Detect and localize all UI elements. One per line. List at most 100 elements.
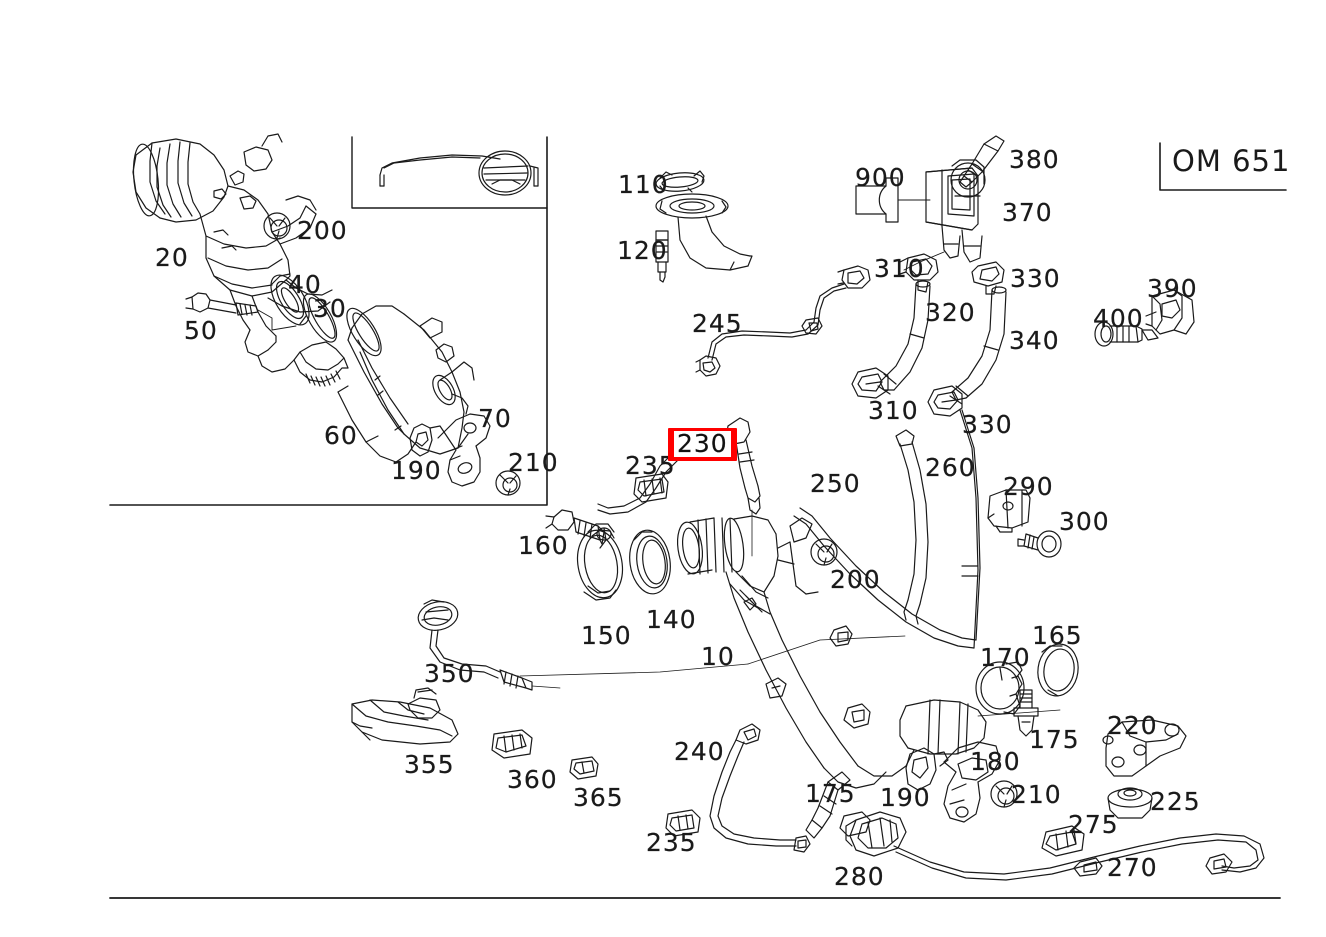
part-200-inset bbox=[263, 212, 291, 240]
part-lower-clip-extra bbox=[839, 811, 871, 837]
part-140-ring bbox=[629, 529, 671, 595]
part-380-bolt bbox=[959, 135, 1005, 188]
part-10-dpf-body bbox=[519, 515, 1061, 789]
part-175-bolt-b bbox=[1013, 689, 1039, 737]
part-310-clip-lower bbox=[851, 367, 889, 399]
part-245-harness bbox=[695, 265, 871, 377]
part-225-nut bbox=[1107, 787, 1153, 819]
part-70-bracket bbox=[443, 413, 491, 487]
part-320-pipe bbox=[877, 280, 931, 395]
part-170-clamp bbox=[975, 661, 1025, 715]
callout-245[interactable]: 245 bbox=[692, 309, 743, 338]
title-bracket bbox=[1159, 142, 1287, 191]
part-280-connector bbox=[845, 811, 907, 857]
part-210-nut-b bbox=[990, 780, 1018, 808]
page-title: OM 651 bbox=[1172, 144, 1291, 178]
part-900-module bbox=[855, 177, 931, 223]
part-340-pipe bbox=[949, 286, 1007, 405]
part-310-clip-upper bbox=[899, 253, 939, 293]
part-175-bolt-a bbox=[805, 771, 851, 839]
callout-260[interactable]: 260 bbox=[925, 453, 976, 482]
callout-190-lower[interactable]: 190 bbox=[880, 783, 931, 812]
part-60-dpf bbox=[337, 305, 475, 463]
callout-235-upper[interactable]: 235 bbox=[625, 451, 676, 480]
part-110-pipe bbox=[655, 193, 753, 271]
callout-310-upper[interactable]: 310 bbox=[874, 254, 925, 283]
part-210-inset bbox=[495, 470, 521, 496]
inset-frame bbox=[109, 136, 548, 506]
callout-390[interactable]: 390 bbox=[1147, 274, 1198, 303]
callout-230-label: 230 bbox=[674, 430, 731, 457]
callout-210-lower[interactable]: 210 bbox=[1011, 780, 1062, 809]
part-330-clip-lower bbox=[927, 385, 963, 417]
callout-180[interactable]: 180 bbox=[970, 747, 1021, 776]
callout-235-lower[interactable]: 235 bbox=[646, 828, 697, 857]
callout-220[interactable]: 220 bbox=[1107, 711, 1158, 740]
callout-240[interactable]: 240 bbox=[674, 737, 725, 766]
callout-900[interactable]: 900 bbox=[855, 163, 906, 192]
callout-inset-60[interactable]: 60 bbox=[324, 421, 358, 450]
callout-330-lower[interactable]: 330 bbox=[962, 410, 1013, 439]
part-40-gasket bbox=[270, 273, 310, 326]
callout-inset-40[interactable]: 40 bbox=[288, 270, 322, 299]
callout-310-lower[interactable]: 310 bbox=[868, 396, 919, 425]
part-250-pipe bbox=[793, 409, 981, 649]
callout-330-upper[interactable]: 330 bbox=[1010, 264, 1061, 293]
callout-250[interactable]: 250 bbox=[810, 469, 861, 498]
callout-110[interactable]: 110 bbox=[618, 170, 669, 199]
part-260-pipe bbox=[895, 429, 929, 625]
callout-inset-30[interactable]: 30 bbox=[313, 294, 347, 323]
callout-290[interactable]: 290 bbox=[1003, 472, 1054, 501]
callout-inset-20[interactable]: 20 bbox=[155, 243, 189, 272]
part-190-clip-b bbox=[905, 747, 949, 791]
callout-380[interactable]: 380 bbox=[1009, 145, 1060, 174]
part-365-clip bbox=[569, 756, 599, 780]
part-390-bracket bbox=[1141, 289, 1195, 341]
callout-120[interactable]: 120 bbox=[617, 236, 668, 265]
callout-360[interactable]: 360 bbox=[507, 765, 558, 794]
callout-320[interactable]: 320 bbox=[925, 298, 976, 327]
part-400-bolt bbox=[1094, 321, 1143, 347]
part-220-plate bbox=[1102, 719, 1187, 777]
callout-280[interactable]: 280 bbox=[834, 862, 885, 891]
callout-170[interactable]: 170 bbox=[980, 643, 1031, 672]
callout-inset-200[interactable]: 200 bbox=[297, 216, 348, 245]
callout-400[interactable]: 400 bbox=[1093, 304, 1144, 333]
callout-10[interactable]: 10 bbox=[701, 642, 735, 671]
part-290-bracket bbox=[987, 489, 1031, 533]
part-50-bolt bbox=[185, 292, 297, 331]
part-350-sensor bbox=[417, 599, 561, 691]
callout-inset-50[interactable]: 50 bbox=[184, 316, 218, 345]
callout-165[interactable]: 165 bbox=[1032, 621, 1083, 650]
callout-365[interactable]: 365 bbox=[573, 783, 624, 812]
part-330-clip-upper bbox=[971, 261, 1005, 295]
callout-200-main[interactable]: 200 bbox=[830, 565, 881, 594]
callout-inset-70[interactable]: 70 bbox=[478, 404, 512, 433]
callout-350[interactable]: 350 bbox=[424, 659, 475, 688]
callout-370[interactable]: 370 bbox=[1002, 198, 1053, 227]
callout-inset-190[interactable]: 190 bbox=[391, 456, 442, 485]
callout-225[interactable]: 225 bbox=[1150, 787, 1201, 816]
callout-175-left[interactable]: 175 bbox=[805, 779, 856, 808]
part-20-housing bbox=[132, 133, 349, 387]
callout-inset-210[interactable]: 210 bbox=[508, 448, 559, 477]
callout-230-highlighted[interactable]: 230 bbox=[668, 428, 737, 461]
callout-340[interactable]: 340 bbox=[1009, 326, 1060, 355]
inset-detail-box bbox=[351, 136, 548, 209]
callout-270[interactable]: 270 bbox=[1107, 853, 1158, 882]
callout-175-right[interactable]: 175 bbox=[1029, 725, 1080, 754]
callout-150[interactable]: 150 bbox=[581, 621, 632, 650]
part-30-ring bbox=[302, 293, 338, 343]
part-110-gasket bbox=[655, 170, 705, 193]
callout-275[interactable]: 275 bbox=[1068, 810, 1119, 839]
callout-160[interactable]: 160 bbox=[518, 531, 569, 560]
part-300-rivet bbox=[1017, 530, 1062, 558]
part-120-sensor bbox=[655, 230, 669, 283]
part-190-inset bbox=[409, 423, 445, 457]
callout-140[interactable]: 140 bbox=[646, 605, 697, 634]
part-240-cable bbox=[709, 723, 811, 853]
callout-355[interactable]: 355 bbox=[404, 750, 455, 779]
callout-300[interactable]: 300 bbox=[1059, 507, 1110, 536]
